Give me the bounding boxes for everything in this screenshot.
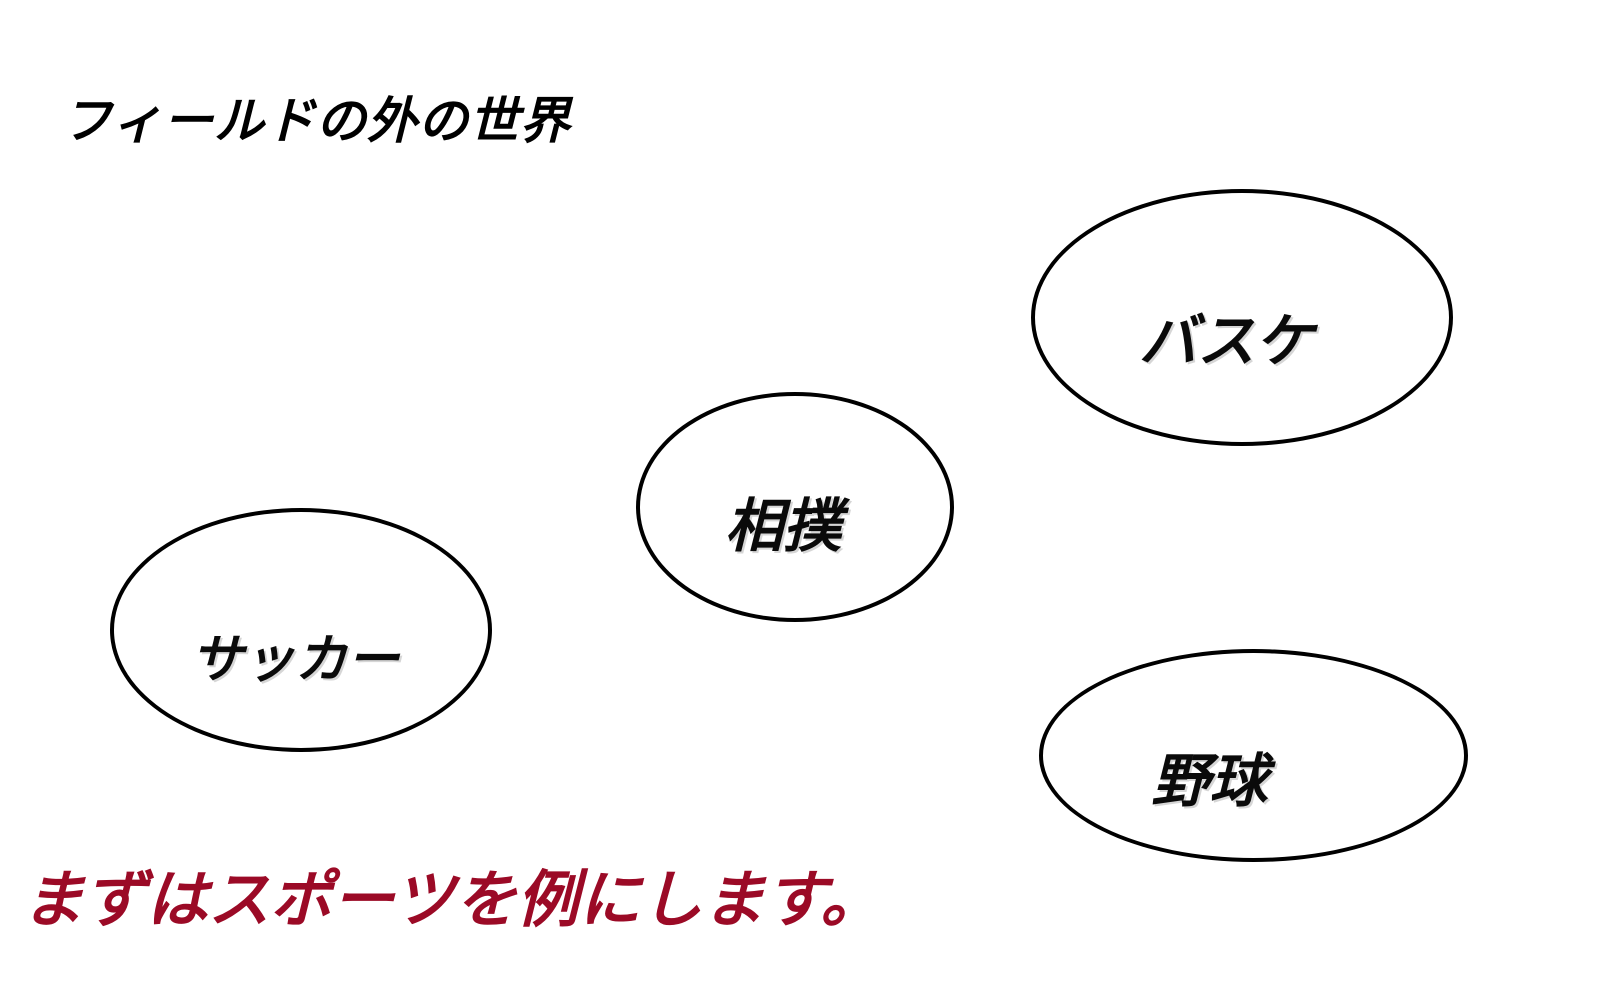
ellipse-node-soccer-label: サッカー	[190, 629, 399, 690]
ellipse-node-sumo[interactable]: 相撲	[636, 392, 954, 622]
ellipse-node-sumo-label: 相撲	[724, 492, 841, 560]
ellipse-node-baseball-label: 野球	[1151, 746, 1268, 815]
ellipse-node-basketball-label: バスケ	[1138, 306, 1313, 375]
ellipse-node-baseball[interactable]: 野球	[1039, 649, 1468, 862]
slide-title: フィールドの外の世界	[62, 92, 571, 150]
ellipse-node-basketball[interactable]: バスケ	[1031, 189, 1453, 446]
ellipse-node-soccer[interactable]: サッカー	[110, 508, 492, 752]
slide-caption: まずはスポーツを例にします。	[22, 863, 883, 936]
